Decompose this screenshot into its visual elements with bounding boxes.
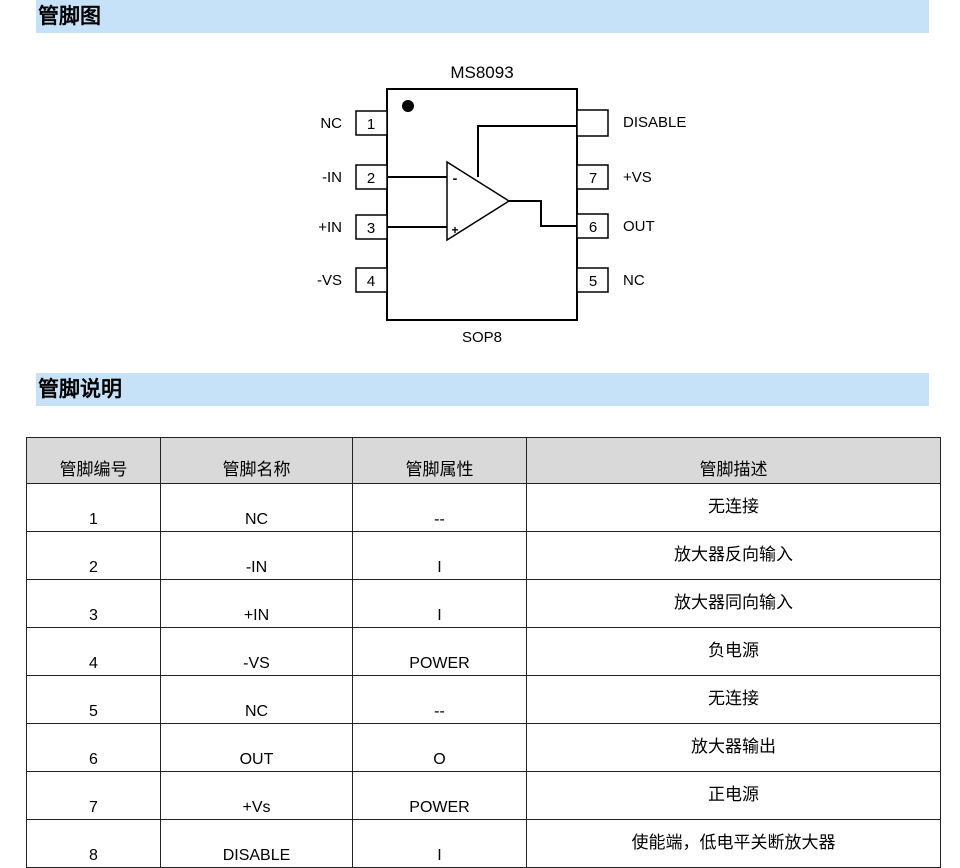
pin-number-5: 5 (589, 273, 597, 290)
pin-number-7: 7 (589, 170, 597, 187)
cell-pin-description: 使能端，低电平关断放大器 (526, 819, 941, 868)
pin-description-section-header: 管脚说明 (36, 373, 929, 406)
pin-description-table: 管脚编号 管脚名称 管脚属性 管脚描述 1 NC -- 无连接 2 -IN I … (26, 437, 941, 868)
header-pin-attribute: 管脚属性 (352, 437, 527, 484)
cell-pin-attribute: I (352, 531, 527, 580)
pin-label-8: DISABLE (623, 114, 686, 131)
cell-pin-attribute: POWER (352, 627, 527, 676)
cell-pin-name: OUT (160, 723, 353, 772)
wire-output (509, 200, 577, 227)
pinout-section-header: 管脚图 (36, 0, 929, 33)
wire-disable (477, 125, 577, 177)
pin-number-4: 4 (367, 273, 375, 290)
cell-pin-number: 6 (26, 723, 161, 772)
cell-pin-description: 负电源 (526, 627, 941, 676)
pin-number-2: 2 (367, 170, 375, 187)
chip-body (386, 88, 578, 321)
table-row: 5 NC -- 无连接 (26, 675, 941, 724)
cell-pin-description: 无连接 (526, 675, 941, 724)
op-amp-plus-sign: + (451, 223, 458, 237)
right-pins: DISABLE 7 +VS 6 OUT 5 NC (576, 109, 686, 293)
cell-pin-attribute: -- (352, 675, 527, 724)
pin-box-2 (355, 164, 388, 190)
cell-pin-name: -IN (160, 531, 353, 580)
cell-pin-description: 无连接 (526, 483, 941, 532)
pin-label-5: NC (623, 272, 645, 289)
cell-pin-number: 8 (26, 819, 161, 868)
header-pin-description: 管脚描述 (526, 437, 941, 484)
cell-pin-number: 1 (26, 483, 161, 532)
op-amp-minus-sign: - (453, 170, 458, 186)
pinout-diagram: MS8093 1 NC 2 -IN 3 +IN 4 -VS DISABLE 7 … (317, 63, 686, 346)
pin-label-6: OUT (623, 218, 655, 235)
cell-pin-number: 2 (26, 531, 161, 580)
wires (387, 125, 577, 228)
left-pins: 1 NC 2 -IN 3 +IN 4 -VS (317, 110, 388, 293)
cell-pin-number: 4 (26, 627, 161, 676)
table-row: 8 DISABLE I 使能端，低电平关断放大器 (26, 819, 941, 868)
table-row: 4 -VS POWER 负电源 (26, 627, 941, 676)
pin-label-1: NC (320, 115, 342, 132)
cell-pin-attribute: I (352, 819, 527, 868)
pin-number-1: 1 (367, 116, 375, 133)
op-amp: - + (446, 160, 511, 242)
cell-pin-name: +IN (160, 579, 353, 628)
cell-pin-description: 正电源 (526, 771, 941, 820)
table-row: 2 -IN I 放大器反向输入 (26, 531, 941, 580)
table-row: 3 +IN I 放大器同向输入 (26, 579, 941, 628)
pin-number-3: 3 (367, 220, 375, 237)
table-header-row: 管脚编号 管脚名称 管脚属性 管脚描述 (26, 437, 941, 484)
pin-box-5 (576, 267, 609, 293)
table-row: 7 +Vs POWER 正电源 (26, 771, 941, 820)
cell-pin-attribute: I (352, 579, 527, 628)
cell-pin-attribute: POWER (352, 771, 527, 820)
cell-pin-description: 放大器同向输入 (526, 579, 941, 628)
cell-pin-name: NC (160, 675, 353, 724)
cell-pin-name: NC (160, 483, 353, 532)
pin-number-6: 6 (589, 219, 597, 236)
cell-pin-number: 7 (26, 771, 161, 820)
header-pin-number: 管脚编号 (26, 437, 161, 484)
op-amp-triangle (446, 160, 511, 242)
pin-box-4 (355, 267, 388, 293)
table-row: 1 NC -- 无连接 (26, 483, 941, 532)
package-name: SOP8 (462, 329, 502, 346)
table-row: 6 OUT O 放大器输出 (26, 723, 941, 772)
pin-box-8 (576, 109, 609, 137)
cell-pin-name: -VS (160, 627, 353, 676)
cell-pin-number: 3 (26, 579, 161, 628)
cell-pin-attribute: O (352, 723, 527, 772)
pin-label-4: -VS (317, 272, 342, 289)
pin-label-3: +IN (318, 219, 342, 236)
pin-label-7: +VS (623, 169, 652, 186)
pin-box-7 (576, 164, 609, 190)
cell-pin-name: DISABLE (160, 819, 353, 868)
pin-box-1 (355, 110, 388, 136)
header-pin-name: 管脚名称 (160, 437, 353, 484)
pin-box-3 (355, 214, 388, 240)
cell-pin-attribute: -- (352, 483, 527, 532)
pin1-marker-dot (402, 100, 414, 112)
pin-box-6 (576, 213, 609, 239)
cell-pin-name: +Vs (160, 771, 353, 820)
cell-pin-number: 5 (26, 675, 161, 724)
cell-pin-description: 放大器反向输入 (526, 531, 941, 580)
pin-label-2: -IN (322, 169, 342, 186)
cell-pin-description: 放大器输出 (526, 723, 941, 772)
chip-name: MS8093 (450, 63, 513, 82)
